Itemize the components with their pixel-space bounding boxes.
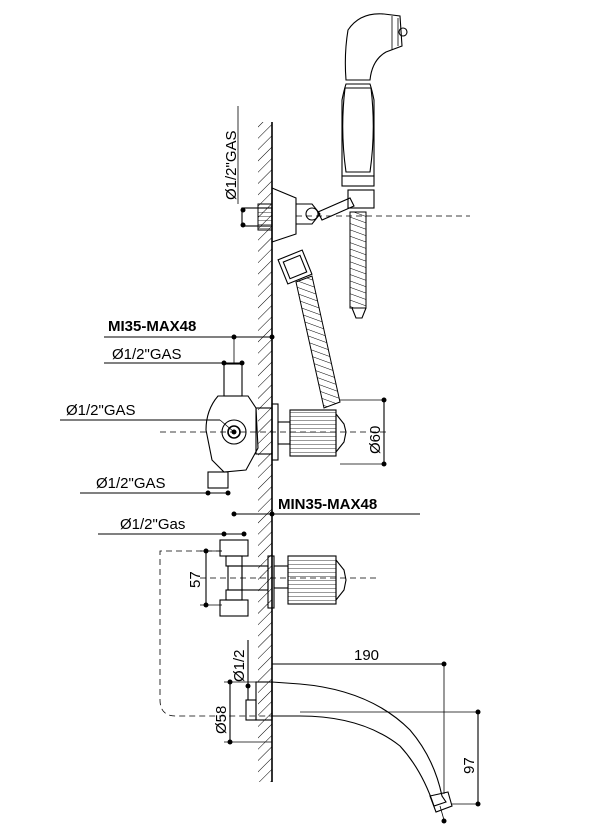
- hand-shower-assembly: [240, 13, 470, 409]
- side-inlet-label: Ø1/2"GAS: [66, 402, 136, 419]
- diverter-body: [200, 539, 376, 617]
- mixer-body: [160, 363, 386, 489]
- diverter-height-label: 57: [187, 571, 204, 588]
- spout-height-dimension: 97: [300, 709, 481, 807]
- side-inlet-dimension: Ø1/2"GAS: [60, 402, 235, 433]
- spout-length-label: 190: [354, 647, 379, 664]
- upper-inlet-dimension: Ø1/2"GAS: [104, 346, 245, 366]
- spout-flange-label: Ø58: [213, 706, 230, 734]
- spout: [245, 681, 453, 824]
- handle-diameter-label: Ø60: [367, 426, 384, 454]
- upper-inlet-label: Ø1/2"GAS: [112, 346, 182, 363]
- diverter-depth-dimension: MIN35-MAX48: [231, 496, 420, 517]
- hidden-pipe-route: [159, 550, 272, 717]
- hand-shower-inlet-label: Ø1/2"GAS: [223, 130, 240, 200]
- spout-length-dimension: 190: [271, 647, 447, 794]
- diverter-inlet-dimension: Ø1/2"Gas: [98, 516, 247, 537]
- spout-flange-dimension: Ø58: [213, 679, 272, 745]
- mixer-depth-dimension: MI35-MAX48: [104, 318, 275, 364]
- mixer-depth-label: MI35-MAX48: [108, 318, 196, 335]
- lower-inlet-label: Ø1/2"GAS: [96, 475, 166, 492]
- diverter-depth-label: MIN35-MAX48: [278, 496, 377, 513]
- handle-diameter-dimension: Ø60: [340, 397, 387, 467]
- diverter-inlet-label: Ø1/2"Gas: [120, 516, 185, 533]
- spout-height-label: 97: [461, 757, 478, 774]
- spout-inlet-label: Ø1/2: [231, 649, 248, 682]
- hand-shower-inlet-dimension: Ø1/2"GAS: [223, 106, 240, 204]
- lower-inlet-dimension: Ø1/2"GAS: [80, 475, 231, 496]
- spout-inlet-dimension: Ø1/2: [231, 640, 251, 700]
